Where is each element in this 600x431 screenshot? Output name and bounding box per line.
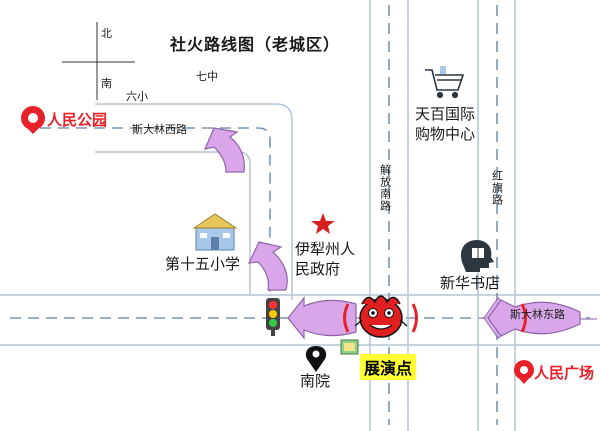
road-label-sidalin-east: 斯大林东路 xyxy=(510,308,565,321)
page-title: 社火路线图（老城区） xyxy=(170,35,341,54)
route-arrow-east-center xyxy=(287,296,357,340)
compass-south-label: 南 xyxy=(101,77,112,90)
location-pin-icon xyxy=(21,106,45,134)
book-reader-icon xyxy=(460,240,494,272)
landmark-school: 第十五小学 xyxy=(165,255,241,273)
road-label-liuxiao: 六小 xyxy=(126,90,148,103)
landmark-people-park: 人民公园 xyxy=(45,109,107,130)
location-pin-icon xyxy=(514,360,534,384)
route-arrow-upper xyxy=(203,127,245,173)
people-square-label: 人民广场 xyxy=(534,364,595,382)
school-building-icon xyxy=(192,213,238,251)
people-park-label: 人民公园 xyxy=(47,111,108,129)
landmark-bookstore: 新华书店 xyxy=(440,274,501,292)
compass-cross-icon xyxy=(62,22,135,100)
shopping-cart-icon xyxy=(425,66,465,99)
lion-head-icon xyxy=(354,295,408,338)
landmark-government: 伊犁州人民政府 xyxy=(295,240,356,278)
traffic-light-icon xyxy=(266,298,280,336)
compass-north-label: 北 xyxy=(101,27,112,40)
small-sign-icon xyxy=(340,339,359,355)
landmark-tianbai: 天百国际购物中心 xyxy=(415,105,476,143)
road-label-hongqi: 红旗路 xyxy=(490,170,504,206)
landmark-nanyuan: 南院 xyxy=(300,372,331,390)
route-arrow-north-west xyxy=(247,241,288,291)
route-arrow-east-right xyxy=(483,297,597,339)
red-star-icon xyxy=(311,213,335,234)
hongqi-road xyxy=(477,0,516,431)
road-label-sidalin-west: 斯大林西路 xyxy=(132,123,187,136)
road-label-qizhong: 七中 xyxy=(196,70,218,83)
road-label-jiefang-south: 解放南路 xyxy=(378,164,392,212)
landmark-people-square: 人民广场 xyxy=(532,362,594,383)
map-pin-icon xyxy=(305,346,327,372)
barrier-marks xyxy=(343,303,527,333)
stage-label: 展演点 xyxy=(360,354,417,380)
